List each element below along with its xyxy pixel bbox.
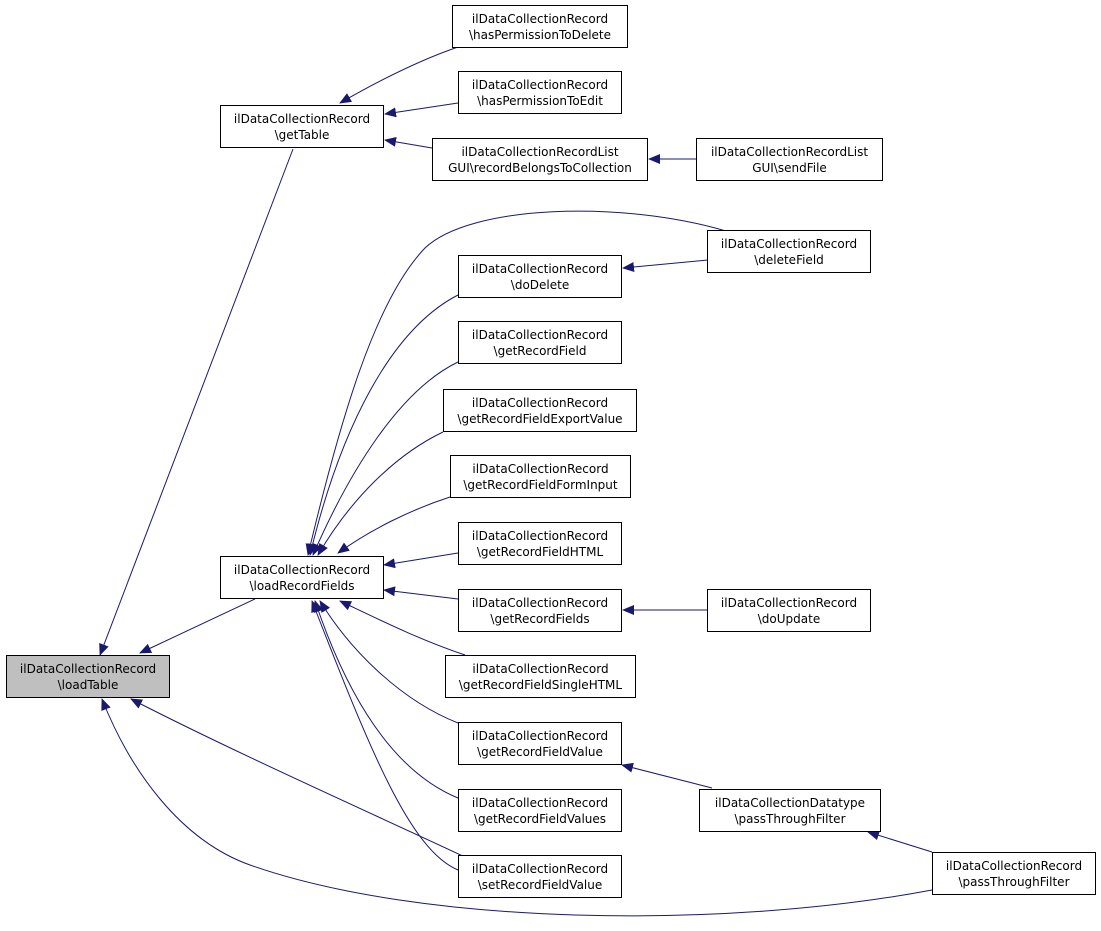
node-method-label: \doDelete [510,277,570,292]
edge-deleteField-to-doDelete [622,259,709,272]
edge-getRecordFieldFormInput-to-loadRecordFields [337,496,451,554]
edge-recordPassThroughFilter-to-datatypePassThroughFilter [867,830,933,853]
node-method-label: \getRecordFields [490,611,590,626]
node-method-label: \loadTable [57,677,119,692]
node-method-label: \getRecordFieldExportValue [457,411,623,426]
node-hasPermissionToEdit[interactable]: ilDataCollectionRecord \hasPermissionToE… [458,71,622,114]
node-class-label: ilDataCollectionRecordList [461,144,619,159]
node-class-label: ilDataCollectionRecord [471,528,609,543]
node-hasPermissionToDelete[interactable]: ilDataCollectionRecord \hasPermissionToD… [452,5,628,48]
node-method-label: \getRecordFieldFormInput [463,477,618,492]
node-getTable[interactable]: ilDataCollectionRecord \getTable [220,105,384,148]
node-getRecordFields[interactable]: ilDataCollectionRecord \getRecordFields [458,589,622,632]
node-class-label: ilDataCollectionRecord [472,461,609,476]
node-getRecordFieldHTML[interactable]: ilDataCollectionRecord \getRecordFieldHT… [458,522,622,565]
edge-recordBelongsToCollection-to-getTable [384,136,433,149]
node-method-label: \getRecordFieldSingleHTML [458,677,623,692]
node-getRecordFieldValue[interactable]: ilDataCollectionRecord \getRecordFieldVa… [458,722,622,765]
node-getRecordFieldExportValue[interactable]: ilDataCollectionRecord \getRecordFieldEx… [443,389,637,432]
node-class-label: ilDataCollectionRecord [945,858,1083,873]
node-recordPassThroughFilter[interactable]: ilDataCollectionRecord \passThroughFilte… [932,852,1096,895]
node-doDelete[interactable]: ilDataCollectionRecord \doDelete [458,255,622,298]
edge-getRecordField-to-loadRecordFields [312,361,459,556]
node-method-label: \passThroughFilter [734,811,846,826]
node-method-label: \getRecordFieldValue [477,744,603,759]
node-class-label: ilDataCollectionRecordList [710,144,869,159]
node-class-label: ilDataCollectionRecord [471,795,609,810]
edge-hasPermissionToDelete-to-getTable [339,46,459,104]
node-method-label: \setRecordFieldValue [477,877,603,892]
edge-recordPassThroughFilter-to-loadTable [101,698,933,917]
node-getRecordFieldFormInput[interactable]: ilDataCollectionRecord \getRecordFieldFo… [450,455,631,498]
edge-setRecordFieldValue-to-loadTable [130,698,466,858]
node-recordBelongsToCollection[interactable]: ilDataCollectionRecordList GUI\recordBel… [432,138,648,181]
edge-setRecordFieldValue-to-loadRecordFields [311,600,459,871]
node-method-label: \getRecordFieldValues [473,811,607,826]
node-method-label: \hasPermissionToDelete [468,27,612,42]
node-class-label: ilDataCollectionRecord [720,595,858,610]
node-class-label: ilDataCollectionRecord [471,861,609,876]
node-method-label: \passThroughFilter [958,874,1070,889]
node-method-label: \getTable [274,127,330,142]
edge-hasPermissionToEdit-to-getTable [384,102,459,118]
edge-datatypePassThroughFilter-to-getRecordFieldValue [621,762,713,789]
node-method-label: GUI\sendFile [752,160,827,175]
edge-loadRecordFields-to-loadTable [139,598,256,654]
node-class-label: ilDataCollectionRecord [471,395,609,410]
node-doUpdate[interactable]: ilDataCollectionRecord \doUpdate [707,589,871,632]
node-method-label: GUI\recordBelongsToCollection [448,160,632,175]
node-class-label: ilDataCollectionRecord [471,11,609,26]
node-method-label: \getRecordFieldHTML [476,544,604,559]
edge-getTable-to-loadTable [99,148,294,656]
edge-deleteField-to-loadRecordFields [305,210,727,556]
node-getRecordField[interactable]: ilDataCollectionRecord \getRecordField [458,321,622,364]
node-class-label: ilDataCollectionRecord [471,327,609,342]
node-class-label: ilDataCollectionRecord [471,595,609,610]
edge-getRecordFields-to-loadRecordFields [383,586,459,600]
node-class-label: ilDataCollectionRecord [471,77,609,92]
edge-getRecordFieldValues-to-loadRecordFields [313,600,459,799]
node-getRecordFieldValues[interactable]: ilDataCollectionRecord \getRecordFieldVa… [458,789,622,832]
node-class-label: ilDataCollectionRecord [471,261,609,276]
node-class-label: ilDataCollectionRecord [720,236,858,251]
node-class-label: ilDataCollectionRecord [19,661,157,676]
edge-getRecordFieldExportValue-to-loadRecordFields [317,431,444,556]
node-loadRecordFields[interactable]: ilDataCollectionRecord \loadRecordFields [220,556,384,599]
node-loadTable: ilDataCollectionRecord \loadTable [6,655,170,698]
node-sendFile[interactable]: ilDataCollectionRecordList GUI\sendFile [696,138,883,181]
node-class-label: ilDataCollectionRecord [233,111,371,126]
node-method-label: \deleteField [754,252,824,267]
edge-getRecordFieldValue-to-loadRecordFields [319,600,459,724]
node-class-label: ilDataCollectionRecord [471,728,609,743]
node-getRecordFieldSingleHTML[interactable]: ilDataCollectionRecord \getRecordFieldSi… [445,655,636,698]
node-class-label: ilDataCollectionDatatype [714,795,866,810]
node-method-label: \loadRecordFields [249,578,355,593]
node-setRecordFieldValue[interactable]: ilDataCollectionRecord \setRecordFieldVa… [458,855,622,898]
node-deleteField[interactable]: ilDataCollectionRecord \deleteField [707,230,871,273]
edge-getRecordFieldHTML-to-loadRecordFields [383,552,459,569]
node-class-label: ilDataCollectionRecord [233,562,371,577]
node-datatypePassThroughFilter[interactable]: ilDataCollectionDatatype \passThroughFil… [699,789,881,832]
node-method-label: \doUpdate [757,611,821,626]
node-class-label: ilDataCollectionRecord [472,661,609,676]
node-method-label: \hasPermissionToEdit [477,93,603,108]
node-method-label: \getRecordField [493,343,587,358]
edge-getRecordFieldSingleHTML-to-loadRecordFields [339,600,466,656]
edge-doDelete-to-loadRecordFields [307,294,459,556]
